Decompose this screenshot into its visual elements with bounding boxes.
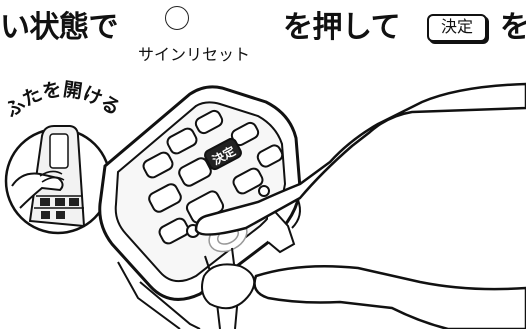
remote-enter-button: 決定	[204, 137, 242, 171]
remote-button-grid	[142, 109, 284, 247]
instruction-text-before: い状態で	[0, 10, 119, 45]
hand-thumb	[253, 264, 526, 329]
instruction-text-after: を	[500, 10, 526, 45]
instruction-line: い状態で サインリセット を押して 決定 を	[0, 0, 526, 76]
sign-reset-button-label: サインリセット	[138, 45, 251, 64]
open-cover-caption-path: ふたを開ける	[1, 78, 124, 122]
instruction-text-middle: を押して	[283, 10, 401, 45]
small-hole	[258, 185, 270, 197]
cover-hinge-lines	[117, 261, 201, 329]
open-cover-caption: ふたを開ける	[1, 78, 124, 122]
holding-finger	[201, 263, 256, 310]
enter-key-symbol: 決定	[427, 14, 487, 42]
hand-forearm	[194, 82, 526, 236]
enter-key-label: 決定	[440, 17, 473, 36]
remote-control-illustration: ふたを開ける 決定	[1, 78, 526, 329]
pressing-hand	[194, 82, 526, 329]
cover-clip	[267, 203, 296, 254]
sign-reset-button-symbol	[165, 6, 189, 30]
